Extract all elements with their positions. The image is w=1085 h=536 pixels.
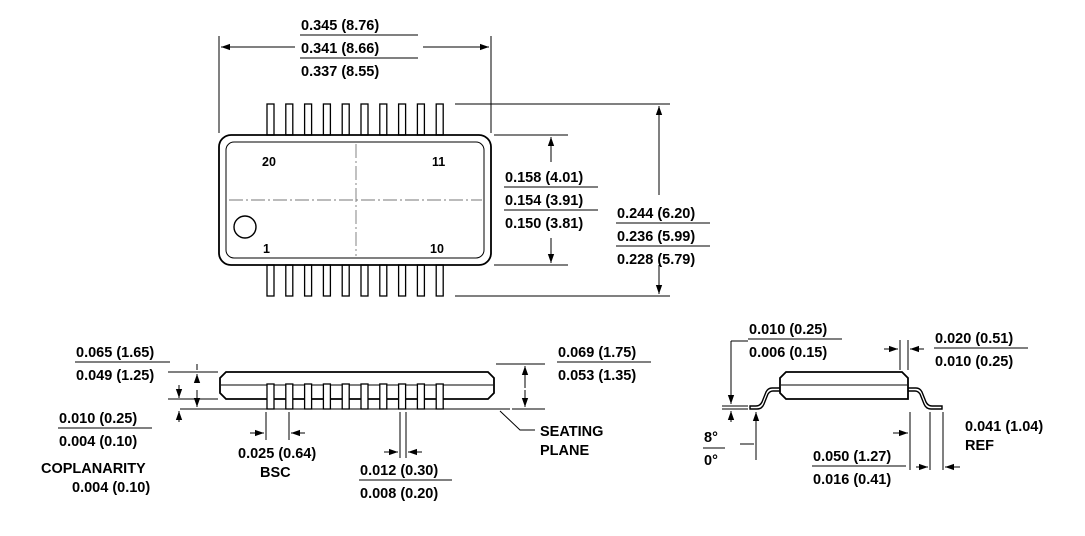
side-lead	[379, 383, 388, 410]
top-pin-leads	[266, 103, 444, 136]
side-lead	[266, 383, 275, 410]
side-body-outline	[219, 371, 495, 400]
side-lead	[416, 383, 426, 410]
body-width-nom: 0.154 (3.91)	[505, 193, 583, 209]
length-min: 0.337 (8.55)	[301, 64, 379, 80]
lead-thickness-min: 0.006 (0.15)	[749, 345, 827, 361]
seating-plane-leader	[499, 410, 535, 431]
side-lead	[435, 383, 444, 410]
pin-label-1: 1	[263, 242, 270, 256]
end-view: 0.010 (0.25) 0.006 (0.15) 0.020 (0.51) 0…	[703, 322, 1043, 488]
side-lead	[360, 383, 369, 410]
end-body-outline	[779, 371, 909, 400]
top-lead	[322, 103, 332, 136]
pin-label-10: 10	[430, 242, 444, 256]
bottom-lead	[435, 264, 444, 297]
body-height-min: 0.053 (1.35)	[558, 368, 636, 384]
overall-width-max: 0.244 (6.20)	[617, 206, 695, 222]
lead-thickness-max: 0.010 (0.25)	[749, 322, 827, 338]
pin-label-11: 11	[432, 155, 445, 169]
seating-label: SEATING	[540, 424, 603, 440]
top-lead	[416, 103, 426, 136]
top-lead	[397, 103, 407, 136]
top-lead	[360, 103, 369, 136]
side-lead	[303, 383, 313, 410]
top-lead	[435, 103, 444, 136]
foot-length-max: 0.050 (1.27)	[813, 449, 891, 465]
bottom-lead	[341, 264, 350, 297]
bottom-lead	[303, 264, 313, 297]
gull-wing-lead-right	[908, 387, 943, 410]
side-lead	[285, 383, 294, 410]
package-body-outline	[218, 134, 492, 266]
bottom-lead	[266, 264, 275, 297]
pin-label-20: 20	[262, 155, 276, 169]
top-view: 20 11 1 10 0.345 (8.76) 0.341 (8.66) 0.3…	[218, 18, 710, 297]
pitch-value: 0.025 (0.64)	[238, 446, 316, 462]
top-lead	[303, 103, 313, 136]
bottom-lead	[360, 264, 369, 297]
side-lead	[341, 383, 350, 410]
bottom-pin-leads	[266, 264, 444, 297]
overall-width-nom: 0.236 (5.99)	[617, 229, 695, 245]
bottom-lead	[285, 264, 294, 297]
standoff-min: 0.004 (0.10)	[59, 434, 137, 450]
side-view: 0.065 (1.65) 0.049 (1.25) 0.010 (0.25) 0…	[41, 345, 651, 502]
side-lead	[322, 383, 332, 410]
pitch-bsc: BSC	[260, 465, 291, 481]
coplanarity-value: 0.004 (0.10)	[72, 480, 150, 496]
angle-max: 8°	[704, 430, 718, 446]
body-width-max: 0.158 (4.01)	[505, 170, 583, 186]
length-max: 0.345 (8.76)	[301, 18, 379, 34]
top-lead	[266, 103, 275, 136]
side-lead	[397, 383, 407, 410]
plane-label: PLANE	[540, 443, 589, 459]
overall-width-min: 0.228 (5.79)	[617, 252, 695, 268]
footprint-ref: REF	[965, 438, 994, 454]
chamfer-max: 0.020 (0.51)	[935, 331, 1013, 347]
body-height-max: 0.069 (1.75)	[558, 345, 636, 361]
foot-length-min: 0.016 (0.41)	[813, 472, 891, 488]
lead-width-max: 0.012 (0.30)	[360, 463, 438, 479]
chamfer-min: 0.010 (0.25)	[935, 354, 1013, 370]
footprint-value: 0.041 (1.04)	[965, 419, 1043, 435]
lead-width-min: 0.008 (0.20)	[360, 486, 438, 502]
height-max: 0.065 (1.65)	[76, 345, 154, 361]
side-pin-leads	[266, 383, 444, 410]
height-min: 0.049 (1.25)	[76, 368, 154, 384]
bottom-lead	[397, 264, 407, 297]
bottom-lead	[416, 264, 426, 297]
top-lead	[379, 103, 388, 136]
pin1-indicator	[233, 215, 257, 239]
coplanarity-label: COPLANARITY	[41, 461, 146, 477]
bottom-lead	[322, 264, 332, 297]
top-lead	[285, 103, 294, 136]
package-body-inner	[225, 141, 485, 259]
angle-min: 0°	[704, 453, 718, 469]
gull-wing-lead-left	[749, 387, 780, 410]
length-nom: 0.341 (8.66)	[301, 41, 379, 57]
top-lead	[341, 103, 350, 136]
bottom-lead	[379, 264, 388, 297]
standoff-max: 0.010 (0.25)	[59, 411, 137, 427]
body-width-min: 0.150 (3.81)	[505, 216, 583, 232]
